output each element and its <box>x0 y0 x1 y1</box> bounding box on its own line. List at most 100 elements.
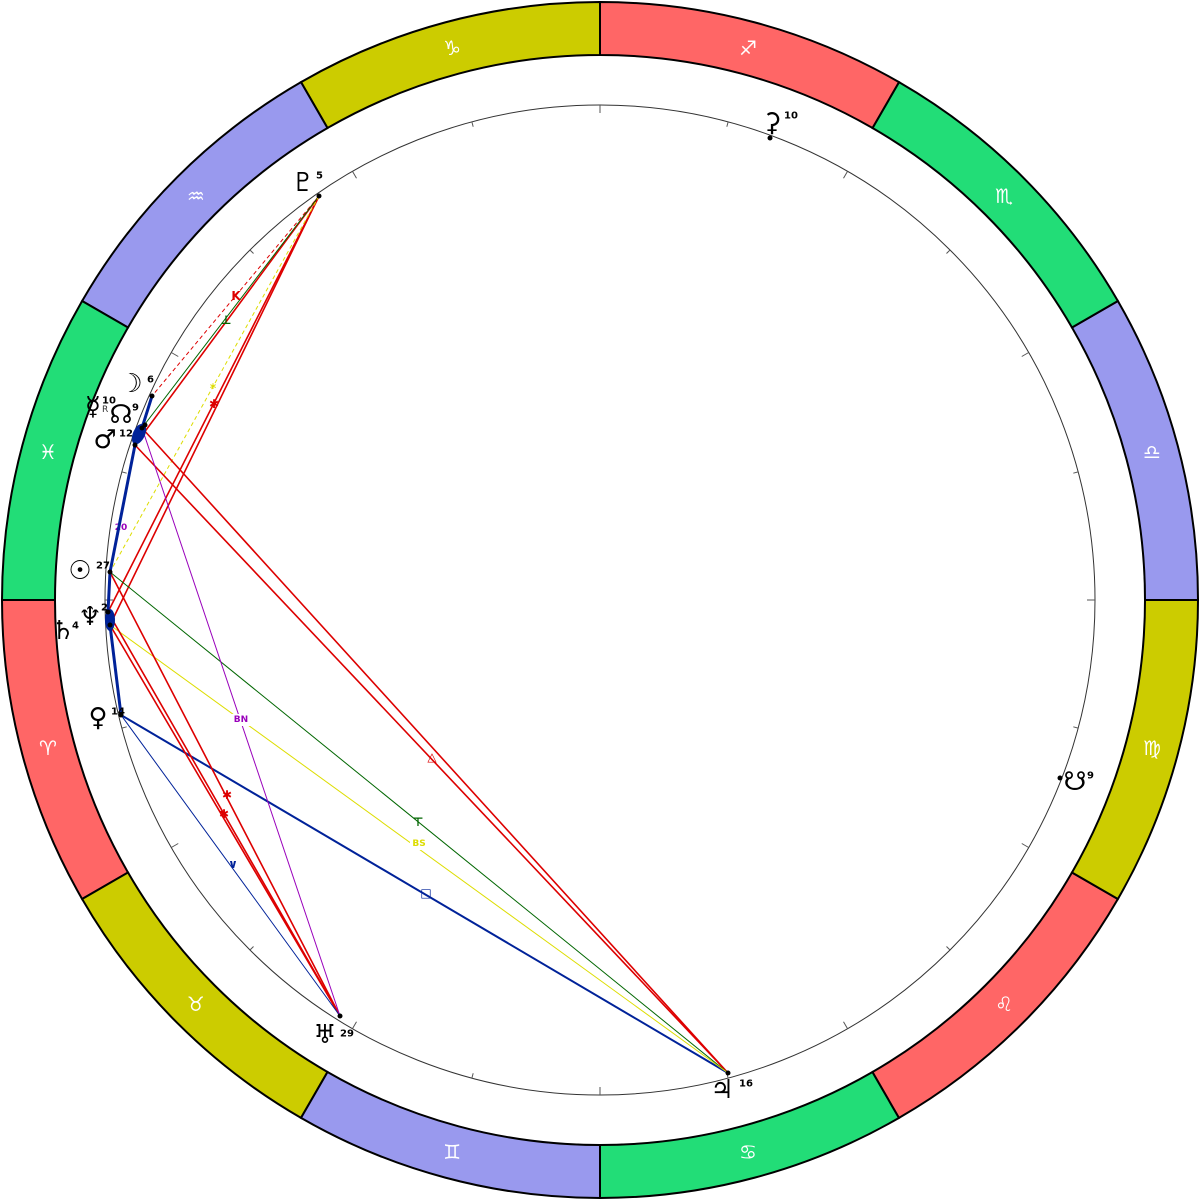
uranus-icon: ♅ <box>313 1020 336 1050</box>
body-sun: ☉ 27 <box>68 556 113 586</box>
scorpio-sign-icon: ♏ <box>995 184 1013 208</box>
pisces-sign-icon: ♓ <box>39 440 57 464</box>
aspect-line-sun-uranus <box>109 571 341 1017</box>
pluto-icon: ♇ <box>291 168 314 198</box>
mercury-retrograde: R <box>102 405 108 415</box>
degree-tick <box>471 1073 474 1079</box>
neptune-icon: ♆ <box>78 602 101 632</box>
saturn-degree: 4 <box>72 621 79 632</box>
svg-text:20: 20 <box>115 523 128 533</box>
degree-tick <box>121 726 127 729</box>
aspect-line-pluto-moon <box>151 195 320 397</box>
body-south-node: ☋9 <box>1057 767 1094 797</box>
moon-icon: ☽ <box>119 369 142 399</box>
position-dot <box>316 193 322 199</box>
aspect-line-pluto-mars <box>134 195 320 446</box>
aquarius-sign-icon: ♒ <box>187 184 205 208</box>
south-node-degree: 9 <box>1087 771 1094 782</box>
ceres-degree: 10 <box>784 111 798 122</box>
body-moon: ☽6 <box>119 369 155 399</box>
aspect-line-sun-jupiter <box>109 571 729 1074</box>
virgo-sign-icon: ♍ <box>1143 736 1161 760</box>
venus-degree: 14 <box>111 707 125 718</box>
aspect-line-neptune-uranus <box>107 611 341 1017</box>
taurus-sign-icon: ♉ <box>187 992 205 1016</box>
sign-segment-sagittarius <box>599 0 901 130</box>
body-pluto: ♇5 <box>291 168 323 199</box>
sextile-icon: ✱ <box>219 807 229 821</box>
aspect-line-pluto-sun <box>109 195 320 573</box>
trine-icon: △ <box>427 750 437 764</box>
position-dot <box>149 393 155 399</box>
degree-tick <box>249 249 254 254</box>
body-jupiter: ♃ 16 <box>710 1070 753 1105</box>
aspect-line-pluto-north-node <box>141 195 320 429</box>
sign-segment-gemini <box>299 1070 601 1200</box>
sagittarius-sign-icon: ♐ <box>739 36 757 60</box>
cancer-sign-icon: ♋ <box>739 1140 757 1164</box>
conjunction-cluster-mark <box>105 609 115 631</box>
aspect-line-venus-uranus <box>120 714 341 1017</box>
position-dot <box>139 425 145 431</box>
body-mars: ♂12 <box>93 425 138 455</box>
position-dot <box>105 609 111 615</box>
degree-tick <box>946 946 951 951</box>
square-icon: □ <box>420 886 431 900</box>
degree-tick <box>471 121 474 127</box>
degree-tick <box>843 1021 848 1029</box>
aspect-line-pluto-neptune <box>107 195 320 613</box>
position-dot <box>132 442 138 448</box>
aspect-line-north-node-jupiter <box>141 427 729 1074</box>
svg-text:BS: BS <box>412 839 425 849</box>
position-dot <box>725 1070 731 1076</box>
mars-degree: 12 <box>119 429 133 440</box>
position-dot <box>107 569 113 575</box>
jupiter-degree: 16 <box>739 1079 753 1090</box>
capricorn-sign-icon: ♑ <box>443 36 461 60</box>
gemini-sign-icon: ♊ <box>443 1140 461 1164</box>
leo-sign-icon: ♌ <box>995 992 1013 1016</box>
saturn-icon: ♄ <box>51 616 74 646</box>
sextile-icon: ⁎ <box>210 378 217 392</box>
position-dot <box>1057 775 1063 781</box>
sign-segment-capricorn <box>299 0 601 130</box>
mercury-icon: ☿ <box>85 392 101 422</box>
position-dot <box>767 135 773 141</box>
neptune-degree: 2 <box>101 603 108 614</box>
jupiter-icon: ♃ <box>710 1075 733 1105</box>
sign-segment-pisces <box>0 299 130 601</box>
aspect-line-venus-jupiter <box>120 714 729 1074</box>
sun-icon: ☉ <box>68 556 91 586</box>
uranus-degree: 29 <box>340 1029 354 1040</box>
sign-segment-cancer <box>599 1070 901 1200</box>
sextile-icon: ✱ <box>222 788 232 802</box>
degree-tick <box>726 121 729 127</box>
vigintile-label: 20 <box>112 522 130 534</box>
body-north-node: ☊9 <box>109 400 145 431</box>
binovile-label: BN <box>232 714 250 726</box>
position-dot <box>337 1013 343 1019</box>
venus-icon: ♀ <box>88 703 107 733</box>
sign-segment-libra <box>1070 299 1200 601</box>
svg-text:BN: BN <box>234 715 248 725</box>
body-mercury: ☿10R <box>85 392 148 428</box>
semisquare-icon: K <box>231 289 241 303</box>
inner-wheel <box>104 104 1096 1096</box>
body-uranus: ♅ 29 <box>313 1013 354 1050</box>
position-dot <box>107 622 113 628</box>
mercury-degree: 10 <box>102 396 116 407</box>
sun-degree: 27 <box>96 561 110 572</box>
north-node-icon: ☊ <box>109 400 132 430</box>
sextile-icon: ✱ <box>209 397 219 411</box>
sign-segment-virgo <box>1070 599 1200 901</box>
degree-tick <box>171 843 179 848</box>
aspect-line-saturn-uranus <box>109 624 341 1017</box>
degree-tick <box>352 171 357 179</box>
semisextile-icon: ∨ <box>228 857 238 871</box>
degree-tick <box>249 946 254 951</box>
body-saturn: ♄4 <box>51 616 113 646</box>
biseptile-label: BS <box>410 838 428 850</box>
